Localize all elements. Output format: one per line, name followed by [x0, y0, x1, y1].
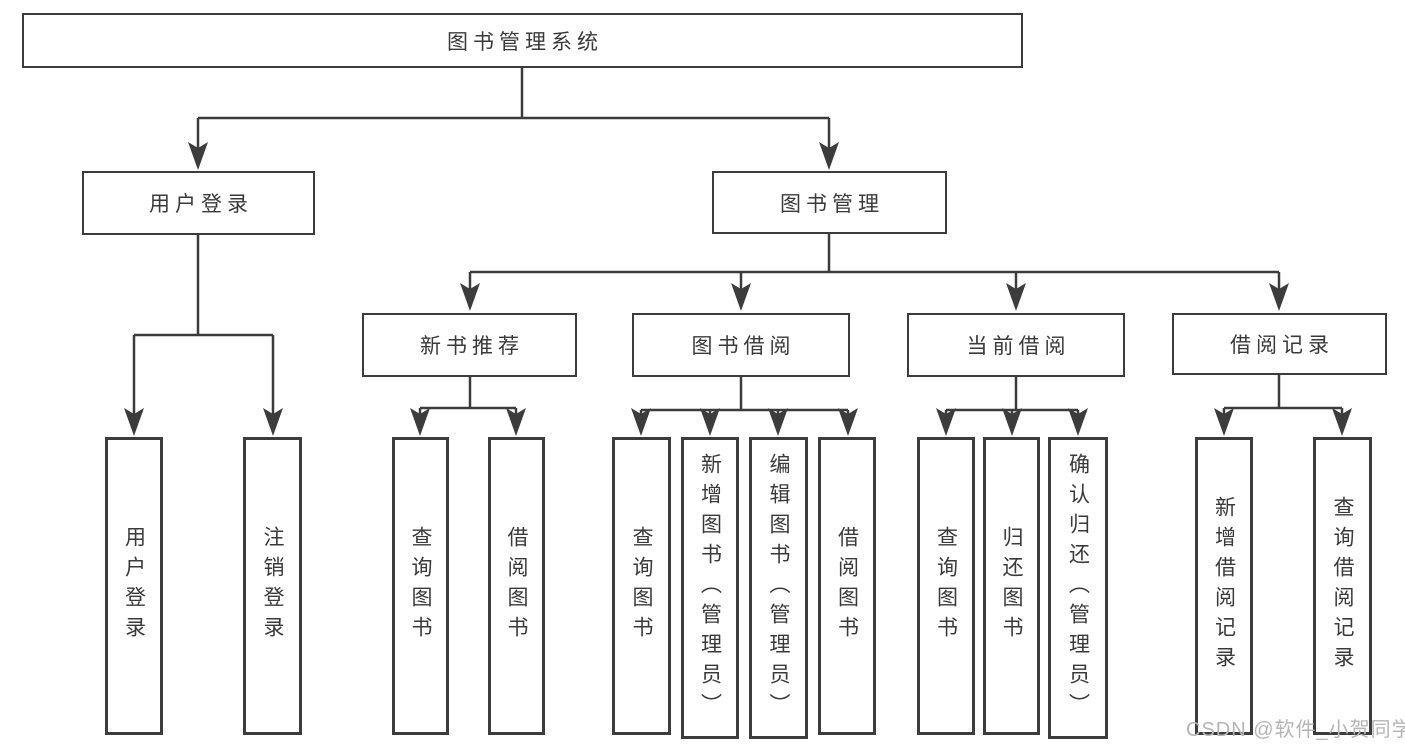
leaf-borrow-add-books-admin: 新增图书（管理员）: [681, 437, 739, 739]
node-new-book-recommend-label: 新书推荐: [420, 335, 524, 358]
node-book-borrow-label: 图书借阅: [691, 335, 796, 358]
node-book-borrow: 图书借阅: [632, 313, 850, 377]
leaf-logout: 注销登录: [243, 437, 302, 735]
leaf-newbook-query-books: 查询图书: [392, 437, 449, 735]
leaf-records-query-record: 查询借阅记录: [1313, 437, 1372, 735]
csdn-watermark: CSDN @软件_小贺同学: [1186, 719, 1405, 741]
node-new-book-recommend: 新书推荐: [362, 313, 577, 377]
node-user-login: 用户登录: [82, 171, 315, 235]
leaf-borrow-edit-books-admin: 编辑图书（管理员）: [749, 437, 808, 739]
node-root: 图书管理系统: [22, 13, 1023, 68]
node-current-borrow-label: 当前借阅: [966, 335, 1071, 358]
leaf-borrow-borrow-books: 借阅图书: [818, 437, 876, 735]
leaf-current-confirm-return-admin: 确认归还（管理员）: [1048, 437, 1108, 739]
node-current-borrow: 当前借阅: [907, 313, 1125, 377]
node-book-mgmt-label: 图书管理: [780, 192, 884, 216]
node-book-mgmt: 图书管理: [712, 171, 947, 234]
node-borrow-records: 借阅记录: [1172, 313, 1387, 375]
leaf-borrow-query-books: 查询图书: [612, 437, 671, 735]
node-root-label: 图书管理系统: [447, 30, 603, 54]
leaf-records-add-record: 新增借阅记录: [1195, 437, 1253, 735]
leaf-current-return-books: 归还图书: [983, 437, 1040, 735]
leaf-user-login: 用户登录: [105, 437, 163, 735]
leaf-current-query-books: 查询图书: [917, 437, 975, 735]
leaf-newbook-borrow-books: 借阅图书: [488, 437, 545, 735]
node-user-login-label: 用户登录: [149, 193, 253, 216]
node-borrow-records-label: 借阅记录: [1230, 334, 1334, 357]
